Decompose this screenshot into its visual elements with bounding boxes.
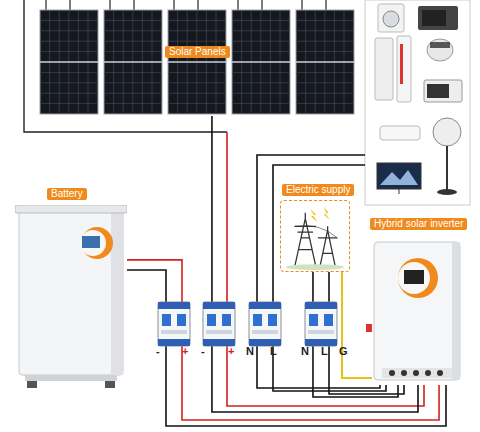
circuit-breaker	[305, 302, 337, 346]
battery-unit: Battery	[15, 205, 127, 388]
hybrid-inverter: Hybrid solar inverter	[372, 240, 462, 385]
terminal-label: +	[182, 345, 188, 357]
node-illustration	[281, 201, 349, 271]
terminal-label: +	[228, 345, 234, 357]
terminal-label: N	[246, 345, 254, 357]
label-tag: Solar Panels	[165, 46, 230, 58]
circuit-breaker	[203, 302, 235, 346]
solar-panel-array: Solar Panels	[38, 8, 356, 116]
node-illustration	[38, 8, 356, 116]
terminal-label: -	[201, 345, 205, 357]
terminal-label: L	[321, 345, 328, 357]
breaker-group	[158, 302, 337, 346]
label-tag: Electric supply	[282, 184, 354, 196]
terminal-label: L	[270, 345, 277, 357]
node-illustration	[372, 240, 462, 385]
label-tag: Hybrid solar inverter	[370, 218, 467, 230]
circuit-breaker	[249, 302, 281, 346]
terminal-label: G	[339, 345, 348, 357]
grid-supply-box: Electric supply	[280, 200, 350, 272]
terminal-label: -	[156, 345, 160, 357]
label-tag: Battery	[47, 188, 87, 200]
terminal-label: N	[301, 345, 309, 357]
node-illustration	[15, 205, 127, 388]
circuit-breaker	[158, 302, 190, 346]
